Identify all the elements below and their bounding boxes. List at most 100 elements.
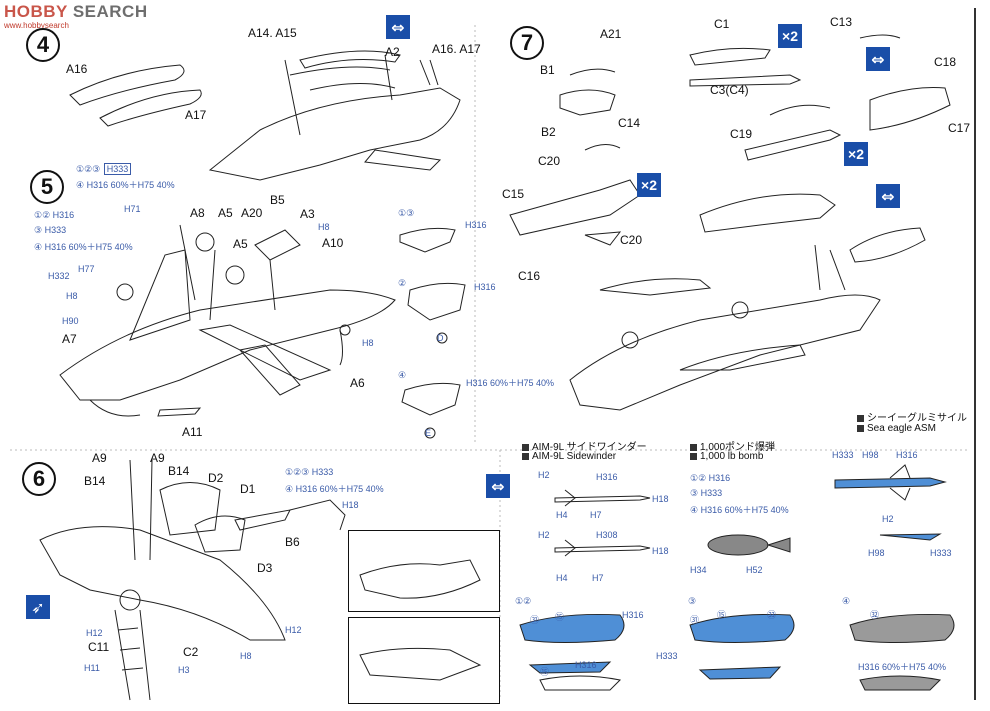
sidewinder-drawing-2 (554, 545, 651, 553)
weapon-title: 1,000 lb bomb (690, 451, 763, 462)
decal-mark: ㉛ (530, 615, 540, 625)
watermark-logo: HOBBY SEARCH (4, 2, 148, 21)
paint-code: H316 (596, 472, 618, 482)
part-label: A6 (350, 376, 365, 390)
paint-code: H18 (342, 500, 359, 510)
weapon-title: AIM-9L サイドワインダー (522, 438, 647, 453)
step-number: 4 (26, 28, 60, 62)
paint-note: ④ H316 60%＋H75 40% (76, 180, 175, 190)
paint-code: H12 (86, 628, 103, 638)
paint-note: ③ H333 (34, 225, 67, 235)
pod-variant: ①② (515, 596, 532, 606)
paint-code: H18 (652, 494, 669, 504)
paint-code: H333 (832, 450, 854, 460)
part-label: C16 (518, 269, 541, 283)
decal-mark: ⑮ (555, 612, 565, 622)
step5-airframe-drawing (59, 289, 396, 401)
paint-code: H316 (896, 450, 918, 460)
part-label: C2 (183, 645, 199, 659)
part-label: B14 (84, 474, 106, 488)
part-label: C14 (618, 116, 641, 130)
weapon-title: Sea eagle ASM (857, 423, 936, 434)
part-label: A20 (241, 206, 263, 220)
decal-mark: ㉛ (690, 615, 700, 625)
part-label: A10 (322, 236, 344, 250)
detail-inset-box (348, 530, 500, 612)
paint-note: ①② H316 (690, 473, 731, 483)
panel-paint: ①③ (398, 208, 415, 218)
paint-code: H8 (66, 291, 78, 301)
part-label: C20 (620, 233, 643, 247)
pod-variant: ③ (688, 596, 697, 606)
paint-code: H2 (882, 514, 894, 524)
part-label: C3(C4) (710, 83, 749, 97)
paint-code: H12 (285, 625, 302, 635)
paint-code: H34 (690, 565, 707, 575)
paint-code: H308 (596, 530, 618, 540)
flip-view-icon: ⇔ (876, 184, 900, 208)
pod-variant: ④ (842, 596, 851, 606)
paint-code: H98 (868, 548, 885, 558)
part-label: B6 (285, 535, 300, 549)
bomb-drawing (707, 534, 769, 556)
pod-3-drawing (849, 613, 955, 643)
paint-code: H2 (538, 530, 550, 540)
part-a16-drawing (69, 64, 185, 106)
part-label: B1 (540, 63, 555, 77)
paint-code: H98 (862, 450, 879, 460)
part-label: C11 (88, 640, 110, 654)
paint-code: H316 60%＋H75 40% (466, 378, 555, 388)
paint-note: ④ H316 60%＋H75 40% (690, 505, 789, 515)
part-label: D2 (208, 471, 224, 485)
paint-code: H8 (362, 338, 374, 348)
part-label: C19 (730, 127, 753, 141)
weapon-title: AIM-9L Sidewinder (522, 451, 616, 462)
decal-direction-icon: ➶ (26, 595, 50, 619)
paint-code: H71 (124, 204, 141, 214)
decal-mark: ㉜ (870, 610, 880, 620)
paint-code: H333 (930, 548, 952, 558)
part-label: B2 (541, 125, 556, 139)
part-label: C18 (934, 55, 957, 69)
paint-code: H332 (48, 271, 70, 281)
decal-mark: ㉝ (767, 610, 777, 620)
paint-code: H18 (652, 546, 669, 556)
paint-code: H11 (84, 663, 100, 673)
panel-paint: ④ (398, 370, 407, 380)
paint-code: H7 (590, 510, 602, 520)
part-label: A16. A17 (432, 42, 481, 56)
part-label: A8 (190, 206, 205, 220)
part-label: B5 (270, 193, 285, 207)
part-label: A17 (185, 108, 207, 122)
step4-fuselage-drawing (208, 87, 461, 181)
paint-code: H2 (538, 470, 550, 480)
part-label: A9 (150, 451, 165, 465)
step-number: 5 (30, 170, 64, 204)
part-label: A2 (385, 45, 400, 59)
paint-code: H316 (465, 220, 487, 230)
weapon-title: 1,000ポンド爆弾 (690, 438, 775, 453)
paint-note: ①②③ H333 (76, 163, 132, 175)
paint-code: H316 (474, 282, 496, 292)
paint-code: H316 60%＋H75 40% (858, 662, 947, 672)
step-number: 6 (22, 462, 56, 496)
decal-mark: ⑮ (717, 610, 727, 620)
pod-1-drawing (519, 613, 625, 643)
flip-view-icon: ⇔ (386, 15, 410, 39)
panel-mark: E (425, 428, 432, 438)
paint-code: H316 (575, 660, 597, 670)
multiplier-badge: ×2 (844, 142, 868, 166)
step7-airframe-drawing (569, 294, 881, 411)
multiplier-badge: ×2 (637, 173, 661, 197)
multiplier-badge: ×2 (778, 24, 802, 48)
part-label: A3 (300, 207, 315, 221)
part-label: A14. A15 (248, 26, 297, 40)
part-label: A11 (182, 425, 203, 439)
panel-paint: ② (398, 278, 407, 288)
paint-code: H52 (746, 565, 763, 575)
paint-code: H3 (178, 665, 190, 675)
paint-note: ④ H316 60%＋H75 40% (285, 484, 384, 494)
paint-code: H4 (556, 573, 568, 583)
